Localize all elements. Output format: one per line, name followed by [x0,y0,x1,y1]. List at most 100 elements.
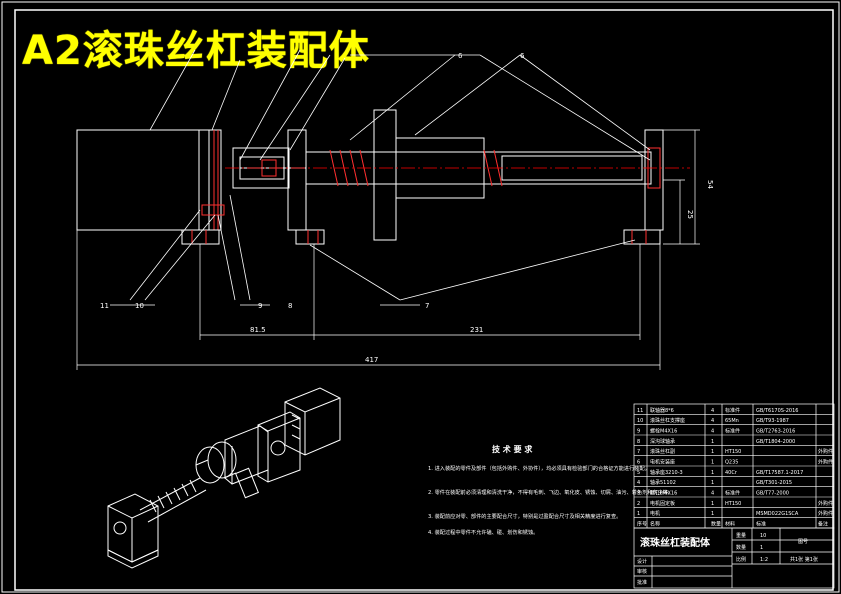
bom-cell-note: 外购件 [818,459,833,466]
bom-cell-qty: 数量 [711,521,721,528]
bom-cell-std: GB/T77-2000 [756,491,789,497]
drawing-title: A2滚珠丝杠装配体 [22,28,370,74]
tb-approve: 批准 [637,579,647,586]
bom-cell-name: 螺钉M4X16 [650,490,677,497]
tb-qty-label: 数量 [736,544,746,551]
tech-item-1: 1. 进入装配的零件及部件（包括外购件、外协件），均必须具有检验部门的合格证方能… [428,464,650,472]
dimension-lines [76,129,700,370]
bom-cell-qty: 1 [711,439,714,445]
bom-cell-name: 滚珠丝杠支撑座 [650,417,685,424]
tb-scale-label: 比例 [736,556,746,563]
bom-cell-std: GB/T1804-2000 [756,439,795,445]
bom-cell-no: 2 [637,501,640,507]
bom-cell-qty: 4 [711,408,714,414]
bom-cell-std: GB/T17587.1-2017 [756,470,803,476]
isometric-view [107,387,341,569]
bom-cell-std: MSMD022G1SCA [756,511,799,517]
inner-border [14,9,834,591]
tech-heading: 技 术 要 求 [492,444,533,454]
bom-cell-no: 10 [637,418,643,424]
bom-cell-mat: 40Cr [725,470,738,476]
bom-cell-mat: 标准件 [725,490,740,497]
bom-cell-no: 8 [637,439,640,445]
tech-item-3: 3. 装配前应对零、部件的主要配合尺寸，特别是过盈配合尺寸及相关精度进行复查。 [428,512,621,520]
bom-cell-name: 名称 [650,521,660,528]
bom-cell-qty: 1 [711,480,714,486]
tb-sheet: 共1张 第1张 [790,556,818,563]
bom-cell-std: GB/T2763-2016 [756,429,795,435]
bom-cell-no: 序号 [637,521,647,528]
bom-cell-qty: 4 [711,418,714,424]
tb-dwg-no: 图号 [798,539,808,545]
tech-item-4: 4. 装配过程中零件不允许磕、碰、划伤和锈蚀。 [428,528,538,536]
bom-cell-name: 螺栓M4X16 [650,428,677,435]
bom-cell-mat: Q235 [725,460,738,466]
bom-cell-name: 轴承51102 [650,479,676,486]
balloon-6a: 6 [458,52,463,60]
bom-cell-name: 联轴器8*6 [650,407,674,414]
bom-cell-name: 电机安装座 [650,459,675,466]
bom-cell-qty: 1 [711,511,714,517]
bom-cell-qty: 1 [711,460,714,466]
bom-cell-no: 3 [637,491,640,497]
bom-cell-std: GB/T6170S-2016 [756,408,798,414]
tb-weight-label: 重量 [736,532,746,539]
tb-design: 设计 [637,558,647,565]
bom-cell-no: 9 [637,429,640,435]
dim-right: 231 [470,326,483,334]
balloon-6b: 6 [520,52,525,60]
tb-scale: 1:2 [760,557,768,563]
bom-cell-no: 6 [637,460,640,466]
dim-height2: 25 [686,210,694,219]
bom-cell-mat: 65Mn [725,418,739,424]
bom-cell-mat: HT150 [725,501,741,507]
motor-body [76,129,200,231]
bom-cell-qty: 1 [711,501,714,507]
bom-cell-name: 轴承座3210-3 [650,469,683,476]
bom-cell-note: 外购件 [818,510,833,517]
balloon-8: 8 [288,302,292,310]
bom-cell-std: GB/T301-2015 [756,480,792,486]
bom-cell-name: 电机固定板 [650,500,675,507]
dim-total: 417 [365,356,378,364]
bom-cell-name: 深沟球轴承 [650,438,675,445]
bom-cell-std: 标准 [756,521,766,528]
bom-cell-note: 备注 [818,521,828,528]
bom-cell-mat: 标准件 [725,407,740,414]
tb-check: 审核 [637,568,647,575]
tech-item-2: 2. 零件在装配前必须清理和清洗干净，不得有毛刺、飞边、氧化皮、锈蚀、切屑、油污… [428,488,673,496]
bom-cell-qty: 4 [711,491,714,497]
bom-cell-name: 电机 [650,510,660,517]
bom-cell-mat: HT150 [725,449,741,455]
tb-weight: 10 [760,533,766,539]
bom-cell-note: 外购件 [818,448,833,455]
dim-height: 54 [706,180,714,189]
balloon-10: 10 [135,302,144,310]
leader-lines [110,49,651,306]
bom-cell-no: 11 [637,408,643,414]
bom-cell-mat: 材料 [725,521,735,528]
tech-requirements: 技 术 要 求 1. 进入装配的零件及部件（包括外购件、外协件），均必须具有检验… [428,444,673,536]
title-block-name: 滚珠丝杠装配体 [640,536,711,549]
bom-cell-no: 4 [637,480,640,486]
dim-left: 81.5 [250,326,266,334]
bom-cell-note: 外购件 [818,500,833,507]
balloon-9: 9 [258,302,262,310]
bom-cell-no: 1 [637,511,640,517]
bom-cell-qty: 4 [711,429,714,435]
bom-cell-std: GB/T93-1987 [756,418,789,424]
front-view [76,109,664,245]
tb-qty: 1 [760,545,763,551]
bom-cell-no: 7 [637,449,640,455]
title-block [633,527,835,589]
bom-cell-no: 5 [637,470,640,476]
bom-cell-qty: 1 [711,449,714,455]
bom-cell-name: 滚珠丝杠副 [650,448,675,455]
balloon-7: 7 [425,302,429,310]
bom-cell-qty: 1 [711,470,714,476]
bom-cell-mat: 标准件 [725,428,740,435]
